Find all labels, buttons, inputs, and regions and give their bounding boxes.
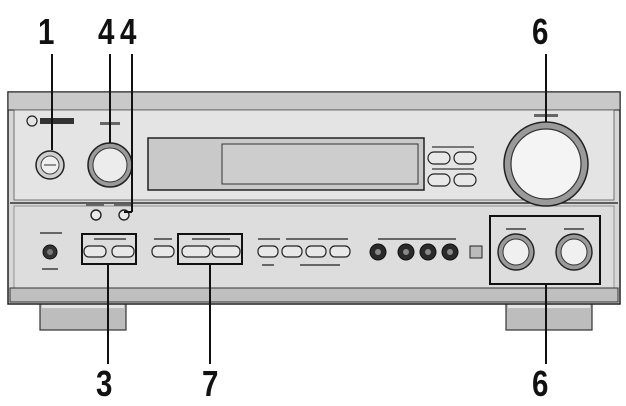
brand-logo-lettering xyxy=(40,118,74,124)
callout-6-bottom: 6 xyxy=(532,363,549,404)
zone-button-1[interactable] xyxy=(281,245,303,258)
program-label-mark xyxy=(192,238,230,240)
zone-button-2[interactable] xyxy=(305,245,327,258)
right-foot-highlight xyxy=(508,302,590,308)
aux-label-mark xyxy=(378,238,456,240)
group3-label-mark xyxy=(94,238,126,240)
video-jack-inner xyxy=(403,249,409,255)
mode-button[interactable] xyxy=(257,245,279,258)
audio-right-jack-inner xyxy=(447,249,453,255)
phones-label-mark xyxy=(40,232,62,234)
group3-button-right[interactable] xyxy=(111,245,135,258)
s-video-jack-inner xyxy=(375,249,381,255)
bass-label-mark xyxy=(506,228,526,230)
bottom-strip xyxy=(9,287,619,303)
small-button-left[interactable] xyxy=(90,209,102,221)
program-button-right[interactable] xyxy=(211,245,241,258)
preset-button-2[interactable] xyxy=(453,151,477,165)
bass-knob[interactable] xyxy=(502,238,530,266)
zone-label-mark xyxy=(286,238,348,240)
preset-label-mark-top xyxy=(432,146,474,148)
callout-4-small-buttons: 4 xyxy=(120,11,137,52)
group3-button-left[interactable] xyxy=(83,245,107,258)
optical-jack[interactable] xyxy=(469,245,483,259)
phones-jack-inner xyxy=(47,249,53,255)
callout-4-volume: 4 xyxy=(98,11,115,52)
master-volume-knob[interactable] xyxy=(510,128,582,200)
preset-button-3[interactable] xyxy=(427,173,451,187)
input-selector-knob[interactable] xyxy=(92,147,128,183)
effect-label-mark xyxy=(154,238,172,240)
top-bevel xyxy=(7,91,621,111)
small-button-right-label xyxy=(114,204,132,206)
treble-knob[interactable] xyxy=(560,238,588,266)
mode-label-mark xyxy=(258,238,280,240)
preset-label-mark-bottom xyxy=(432,168,474,170)
callout-6-top: 6 xyxy=(532,11,549,52)
mode-sub-label-mark xyxy=(262,264,274,266)
small-button-left-label xyxy=(86,204,104,206)
effect-button[interactable] xyxy=(151,245,175,258)
treble-label-mark xyxy=(564,228,584,230)
zone-button-3[interactable] xyxy=(329,245,351,258)
preset-button-1[interactable] xyxy=(427,151,451,165)
left-foot-highlight xyxy=(42,302,124,308)
callout-1: 1 xyxy=(38,11,55,52)
preset-button-4[interactable] xyxy=(453,173,477,187)
brand-logo-icon xyxy=(26,115,38,127)
callout-7: 7 xyxy=(202,363,219,404)
callout-3: 3 xyxy=(96,363,113,404)
zone-sub-label-mark xyxy=(300,264,340,266)
audio-left-jack-inner xyxy=(425,249,431,255)
phones-sub-label-mark xyxy=(42,268,58,270)
program-button-left[interactable] xyxy=(181,245,211,258)
display-screen xyxy=(221,143,419,185)
